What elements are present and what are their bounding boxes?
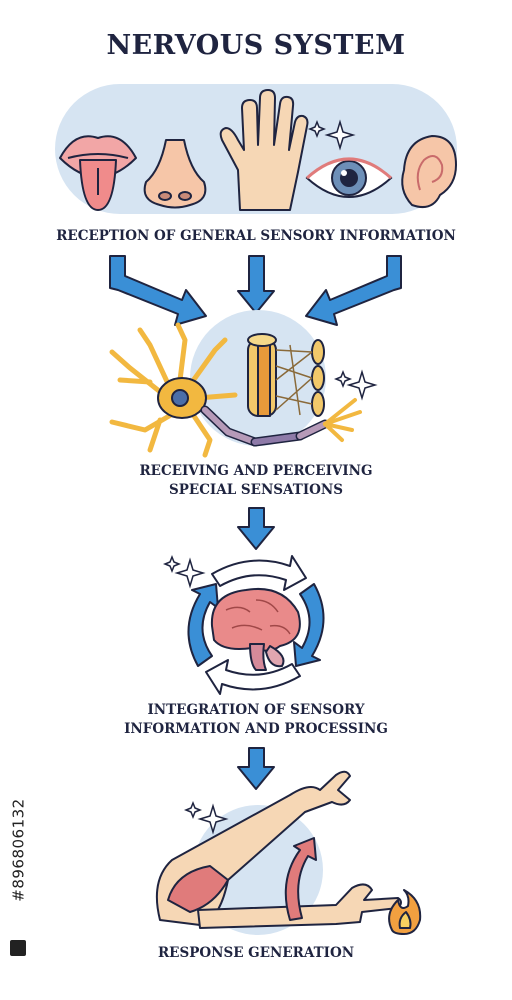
hand-icon (219, 89, 309, 211)
sparkle-icon (162, 554, 206, 589)
flow-arrow-2 (237, 255, 275, 314)
nose-icon (143, 139, 207, 209)
arm-reflex-icon (155, 770, 402, 929)
flow-arrow-4 (237, 507, 275, 550)
brain-cycle (187, 555, 325, 695)
neuron-icon (109, 322, 362, 458)
brain-icon (210, 588, 301, 671)
step-caption-1: RECEPTION OF GENERAL SENSORY INFORMATION (56, 228, 456, 244)
step-caption-3: INTEGRATION OF SENSORY INFORMATION AND P… (124, 702, 388, 737)
step-caption-2: RECEIVING AND PERCEIVING SPECIAL SENSATI… (139, 463, 373, 498)
flow-arrow-1 (109, 255, 207, 326)
ear-icon (401, 135, 457, 208)
sparkle-icon (333, 369, 378, 401)
stock-id: #896806132 (10, 798, 28, 902)
flow-arrow-3 (305, 255, 402, 326)
sparkle-icon (183, 800, 229, 835)
step-caption-4: RESPONSE GENERATION (157, 945, 355, 961)
adobe-stock-logo (10, 940, 26, 956)
eye-icon (305, 157, 393, 198)
flame-icon (388, 889, 422, 935)
sparkle-icon (307, 119, 356, 151)
nerve-fiber-icon (247, 333, 325, 417)
page-title: NERVOUS SYSTEM (106, 30, 406, 61)
mouth-tongue-icon (59, 135, 137, 211)
flow-arrow-5 (237, 747, 275, 790)
